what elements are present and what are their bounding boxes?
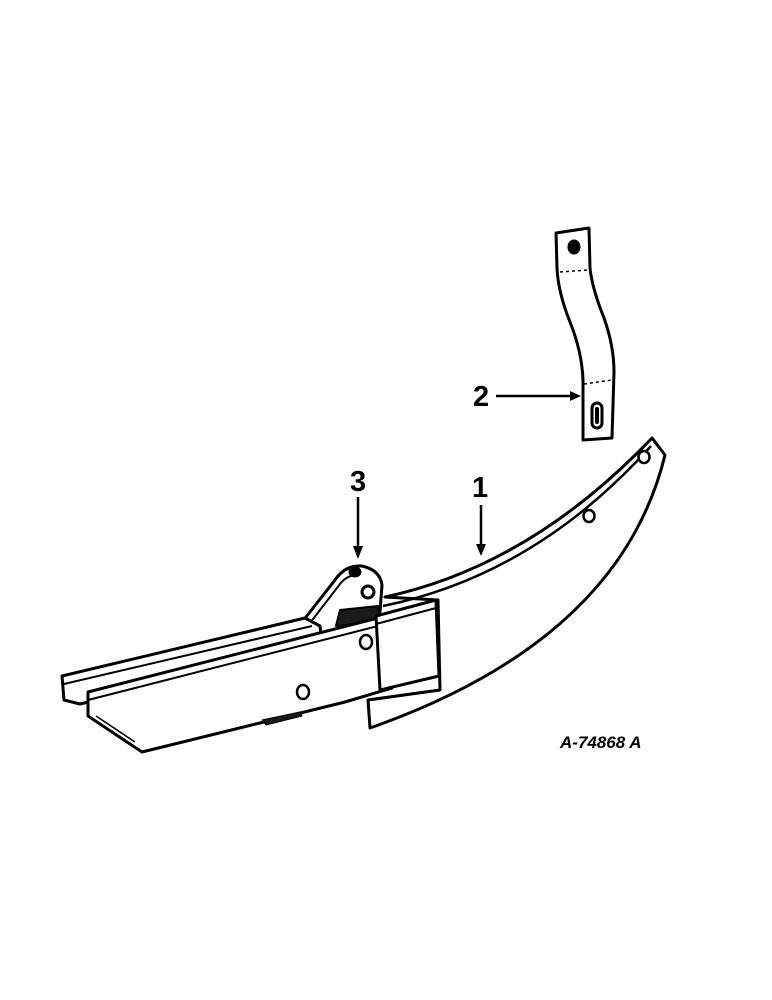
bar-bolt-hole-left [295, 683, 311, 701]
shank-pivot-hole [360, 584, 376, 600]
callout-2: 2 [473, 381, 581, 413]
blade-body [366, 436, 667, 730]
blade-hole-middle [582, 508, 596, 524]
bracket-slot-shadow [595, 407, 599, 424]
callout-3-number: 3 [350, 466, 366, 498]
bracket-bend-line-lower [583, 379, 613, 385]
curved-blade-part [366, 436, 667, 730]
reference-code-label: A-74868 A [559, 733, 642, 752]
callout-3: 3 [350, 466, 366, 559]
clamp-plate-edge [375, 607, 437, 625]
callout-1-arrowhead [476, 544, 486, 556]
front-bar-bevel [95, 715, 136, 743]
blade-hole-tip [637, 449, 651, 465]
callout-2-arrowhead [570, 391, 581, 401]
rear-bar-edge [63, 625, 313, 685]
bracket-body [554, 226, 616, 442]
callout-1: 1 [472, 472, 488, 556]
base-bar-assembly [60, 598, 441, 754]
offset-bracket-part [554, 226, 616, 442]
bar-bolt-hole-right [358, 633, 374, 651]
blade-top-edge [382, 445, 652, 608]
callout-1-number: 1 [472, 472, 488, 504]
bracket-top-hole [567, 239, 581, 255]
callout-3-arrowhead [353, 546, 363, 559]
shank-top-hole [348, 566, 362, 578]
bar-underside-shadow [261, 711, 303, 726]
front-bar-edge [87, 624, 383, 701]
callout-2-number: 2 [473, 381, 489, 413]
clamp-plate [374, 598, 441, 692]
bracket-bend-line-upper [559, 269, 589, 273]
